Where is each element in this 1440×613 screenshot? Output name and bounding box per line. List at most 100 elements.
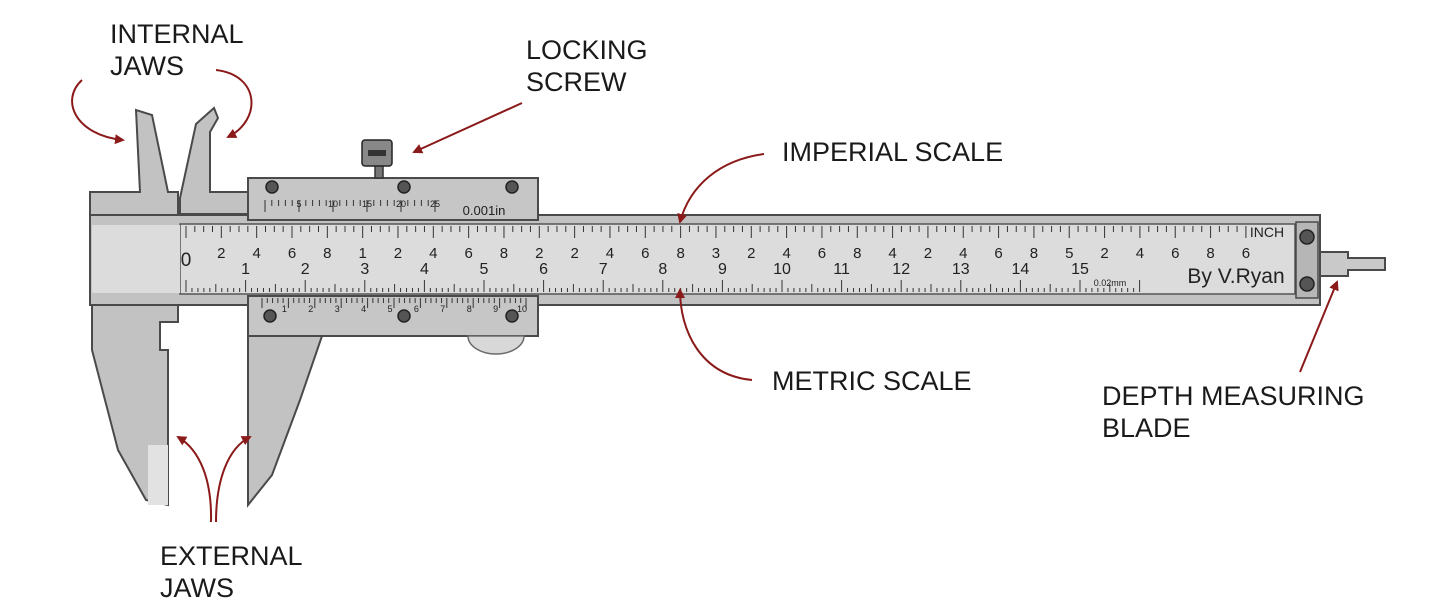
imperial-tick-label: 6 <box>1242 245 1250 262</box>
locking-screw <box>361 139 393 179</box>
vernier-top-label: 20 <box>396 199 406 209</box>
external-jaws-arrow-right <box>215 436 252 523</box>
depth-measuring-blade <box>1319 251 1386 277</box>
vernier-bottom-label: 7 <box>440 304 445 314</box>
slider-screw-icon <box>263 309 277 323</box>
vernier-bottom-label: 2 <box>308 304 313 314</box>
internal-jaws-arrow-right <box>215 69 253 138</box>
vernier-imperial-ticks <box>264 200 436 212</box>
imperial-tick-label: 2 <box>217 245 225 262</box>
vernier-imperial-numbers: 5 10 15 20 25 <box>296 199 440 209</box>
end-plate <box>1295 221 1319 299</box>
imperial-tick-label: 2 <box>1100 245 1108 262</box>
imperial-tick-label: 8 <box>500 245 508 262</box>
imperial-tick-label: 2 <box>535 245 543 262</box>
vernier-bottom-label: 1 <box>282 304 287 314</box>
imperial-tick-label: 6 <box>641 245 649 262</box>
vernier-metric-numbers: 1 2 3 4 5 6 7 8 9 10 <box>282 304 527 314</box>
metric-unit-text: 0.02mm <box>1094 278 1127 288</box>
imperial-tick-label: 4 <box>959 245 967 262</box>
imperial-tick-label: 2 <box>924 245 932 262</box>
metric-tick-label: 12 <box>892 261 910 278</box>
imperial-tick-label: 4 <box>782 245 790 262</box>
imperial-tick-label: 8 <box>1206 245 1214 262</box>
imperial-tick-label: 8 <box>853 245 861 262</box>
imperial-tick-label: 4 <box>888 245 896 262</box>
slider-screw-icon <box>397 180 411 194</box>
imperial-tick-label: 2 <box>394 245 402 262</box>
metric-scale-arrow <box>675 288 753 381</box>
slider-screw-icon <box>505 309 519 323</box>
imperial-scale-arrow <box>677 153 765 224</box>
metric-tick-label: 7 <box>599 261 608 278</box>
imperial-scale-label: IMPERIAL SCALE <box>782 137 1004 167</box>
metric-scale-ticks <box>185 280 1141 292</box>
vernier-bottom-label: 4 <box>361 304 366 314</box>
imperial-tick-label: 6 <box>464 245 472 262</box>
metric-tick-label: 11 <box>833 261 850 278</box>
slider-screw-icon <box>265 180 279 194</box>
metric-tick-label: 8 <box>658 261 667 278</box>
scale-face <box>179 223 1296 295</box>
imperial-tick-label: 4 <box>1136 245 1144 262</box>
metric-tick-label: 14 <box>1012 261 1030 278</box>
imperial-tick-label: 8 <box>676 245 684 262</box>
vernier-bottom-label: 8 <box>467 304 472 314</box>
internal-jaws-label: INTERNAL JAWS <box>110 19 244 81</box>
vernier-top-label: 5 <box>296 199 301 209</box>
imperial-tick-label: 4 <box>606 245 614 262</box>
metric-tick-label: 3 <box>360 261 369 278</box>
vernier-bottom-label: 5 <box>387 304 392 314</box>
external-jaws-label: EXTERNAL JAWS <box>160 541 303 603</box>
vernier-unit-text: 0.001in <box>463 203 506 218</box>
imperial-tick-label: 6 <box>1171 245 1179 262</box>
vernier-top-label: 25 <box>430 199 440 209</box>
vernier-bottom-label: 6 <box>414 304 419 314</box>
imperial-tick-label: 6 <box>994 245 1002 262</box>
imperial-tick-label: 6 <box>288 245 296 262</box>
depth-measuring-blade-label: DEPTH MEASURING BLADE <box>1102 381 1365 443</box>
imperial-tick-label: 4 <box>429 245 437 262</box>
metric-tick-label: 1 <box>241 261 250 278</box>
internal-jaws-arrow-left <box>71 79 125 145</box>
depth-blade-arrow <box>1299 280 1339 373</box>
imperial-tick-label: 8 <box>1030 245 1038 262</box>
vernier-top-label: 15 <box>362 199 372 209</box>
metric-tick-label: 2 <box>301 261 310 278</box>
metric-tick-label: 15 <box>1071 261 1089 278</box>
leader-arrows <box>71 69 1339 523</box>
vernier-top-label: 10 <box>328 199 338 209</box>
metric-tick-label: 13 <box>952 261 970 278</box>
vernier-metric-ticks <box>261 298 527 308</box>
imperial-tick-label: 6 <box>818 245 826 262</box>
imperial-tick-label: 8 <box>323 245 331 262</box>
imperial-tick-label: 4 <box>252 245 260 262</box>
vernier-bottom-label: 9 <box>493 304 498 314</box>
credit-text: By V.Ryan <box>1187 265 1284 288</box>
scale-zero: 0 <box>181 250 192 271</box>
vernier-bottom-label: 3 <box>335 304 340 314</box>
metric-tick-label: 9 <box>718 261 727 278</box>
imperial-tick-label: 1 <box>358 245 366 262</box>
imperial-tick-label: 5 <box>1065 245 1073 262</box>
slider-screw-icon <box>397 309 411 323</box>
metric-tick-label: 10 <box>773 261 791 278</box>
external-jaws-arrow-left <box>176 435 213 523</box>
imperial-unit-tag: INCH <box>1250 224 1284 240</box>
imperial-tick-label: 3 <box>712 245 720 262</box>
fixed-jaw <box>89 108 179 507</box>
locking-screw-arrow <box>412 102 523 154</box>
metric-tick-label: 4 <box>420 261 429 278</box>
metric-tick-label: 6 <box>539 261 548 278</box>
slider-screw-icon <box>505 180 519 194</box>
end-screw-icon <box>1299 229 1315 245</box>
metric-scale-label: METRIC SCALE <box>772 366 972 396</box>
imperial-tick-label: 2 <box>747 245 755 262</box>
vernier-bottom-label: 10 <box>517 304 527 314</box>
locking-screw-label: LOCKING SCREW <box>526 35 648 97</box>
end-screw-icon <box>1299 276 1315 292</box>
